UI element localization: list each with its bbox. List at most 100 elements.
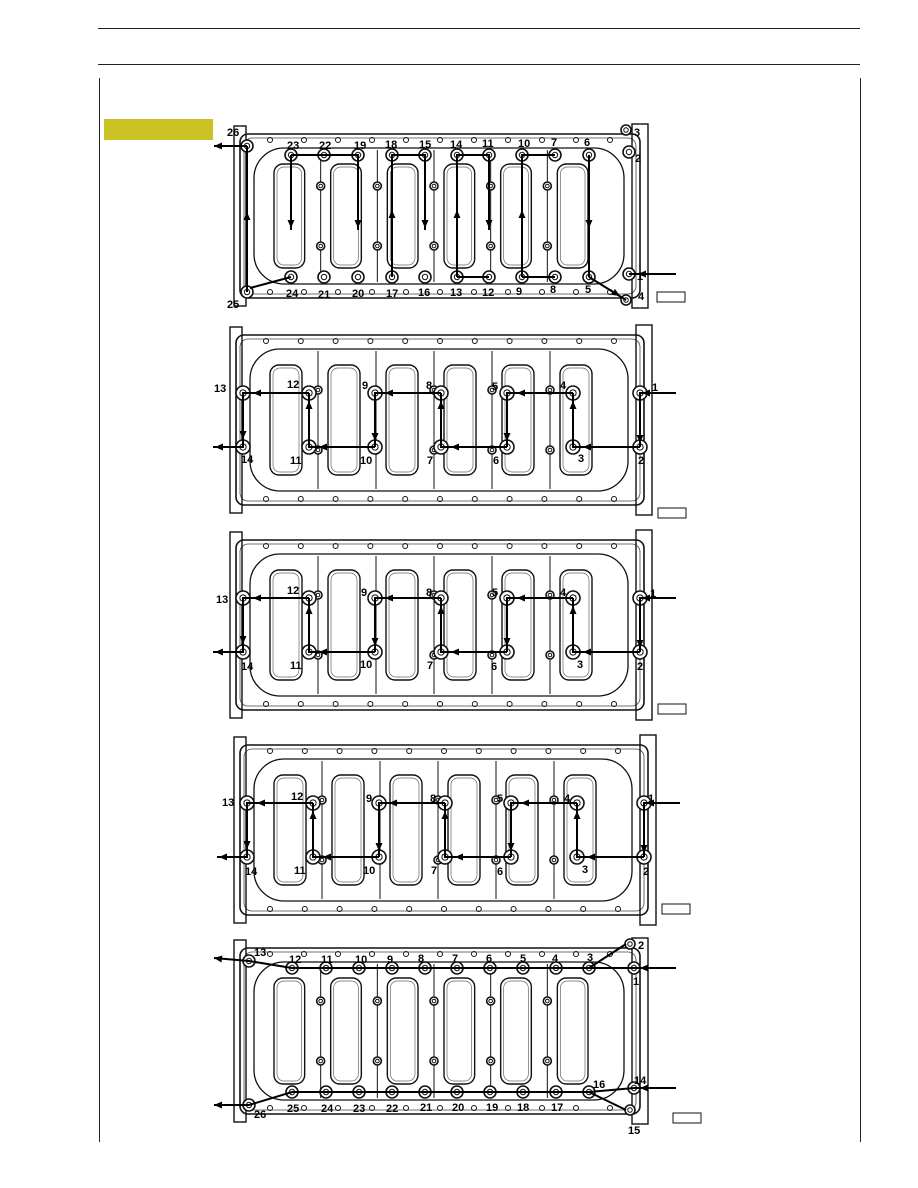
- bolt-number-label: 13: [214, 383, 226, 395]
- perimeter-hole: [336, 748, 343, 754]
- perimeter-hole: [371, 748, 378, 754]
- bolt-number-label: 6: [486, 953, 492, 965]
- arrow-head: [371, 433, 379, 441]
- perimeter-hole: [573, 137, 579, 143]
- bolt-hole-inner: [489, 652, 495, 658]
- bolt-number-label: 18: [385, 139, 397, 151]
- bolt-hole-inner: [318, 1058, 323, 1064]
- bearing-window: [273, 163, 306, 269]
- perimeter-hole: [367, 701, 374, 707]
- bolt-number-label: 14: [634, 1075, 647, 1087]
- arrow-head: [569, 606, 577, 614]
- bolt-hole-inner: [493, 857, 499, 863]
- perimeter-hole: [539, 1105, 545, 1111]
- header-bottom-rule: [98, 64, 860, 65]
- figure-reference-box: [657, 507, 687, 519]
- bolt-number-label: 7: [452, 953, 458, 965]
- arrow-head: [451, 443, 459, 451]
- perimeter-hole: [505, 289, 511, 295]
- bolt-hole: [317, 270, 331, 284]
- bolt-number-label: 22: [319, 140, 331, 152]
- bolt-hole: [315, 996, 326, 1006]
- bearing-window: [556, 977, 589, 1085]
- arrow-head: [389, 799, 397, 807]
- perimeter-hole: [367, 496, 374, 502]
- bearing-window-inner: [503, 166, 529, 266]
- perimeter-hole: [437, 701, 443, 707]
- bolt-number-label: 14: [450, 139, 463, 151]
- bolt-number-label: 12: [287, 585, 299, 597]
- perimeter-hole: [371, 906, 378, 912]
- arrow-head: [305, 606, 313, 614]
- perimeter-hole: [403, 951, 409, 957]
- bolt-number-label: 8: [426, 380, 432, 392]
- bolt-number-label: 6: [497, 866, 503, 878]
- bolt-hole-inner: [545, 998, 550, 1004]
- perimeter-hole: [506, 543, 513, 549]
- arrow-head: [305, 401, 313, 409]
- bearing-window: [269, 364, 303, 476]
- bolt-hole: [372, 181, 383, 191]
- bolt-hole: [372, 996, 383, 1006]
- arrow-head: [253, 389, 261, 397]
- perimeter-hole: [267, 748, 273, 754]
- perimeter-hole: [267, 906, 273, 912]
- bolt-hole-inner: [431, 243, 437, 249]
- arrow-head: [583, 443, 591, 451]
- bearing-window: [505, 774, 539, 886]
- arrow-head: [453, 210, 461, 218]
- perimeter-hole: [402, 496, 409, 502]
- block-outline: [239, 744, 649, 916]
- bolt-hole: [487, 385, 497, 395]
- bolt-hole-inner: [431, 998, 437, 1004]
- bolt-hole-inner: [547, 387, 553, 393]
- perimeter-hole: [573, 289, 579, 295]
- perimeter-hole: [441, 906, 447, 912]
- bearing-window: [501, 364, 535, 476]
- bolt-number-label: 10: [360, 455, 372, 467]
- bolt-number-label: 4: [564, 793, 571, 805]
- bearing-window: [269, 569, 303, 681]
- bolt-number-label: 12: [482, 287, 494, 299]
- perimeter-hole: [615, 748, 621, 754]
- bolt-hole-inner: [551, 857, 557, 863]
- bolt-number-label: 5: [520, 953, 526, 965]
- bearing-window-inner: [504, 572, 532, 678]
- arrow-head: [437, 606, 445, 614]
- bolt-hole: [491, 795, 501, 805]
- perimeter-hole: [267, 137, 273, 143]
- perimeter-hole: [611, 543, 617, 549]
- perimeter-hole: [297, 701, 304, 707]
- bolt-number-label: 12: [289, 954, 301, 966]
- bolt-hole: [545, 445, 555, 455]
- bearing-window-inner: [334, 777, 362, 883]
- bolt-number-label: 6: [584, 137, 590, 149]
- bolt-number-label: 10: [355, 954, 367, 966]
- perimeter-hole: [539, 289, 545, 295]
- perimeter-hole: [541, 338, 548, 344]
- bolt-hole-inner: [545, 183, 550, 189]
- bolt-number-label: 25: [227, 299, 239, 311]
- perimeter-hole: [267, 289, 273, 295]
- right-flange: [635, 324, 653, 516]
- perimeter-hole: [301, 137, 307, 143]
- bolt-number-label: 9: [387, 954, 393, 966]
- perimeter-hole: [332, 338, 339, 344]
- sequence-line: [374, 597, 441, 652]
- figure-reference-box: [661, 903, 691, 915]
- figure-reference-box: [672, 1112, 702, 1124]
- perimeter-hole: [611, 338, 617, 344]
- bolt-hole-inner: [489, 387, 495, 393]
- perimeter-hole: [545, 748, 552, 754]
- perimeter-hole: [471, 1105, 477, 1111]
- arrow-head: [640, 1084, 648, 1092]
- bolt-number-label: 11: [321, 954, 333, 966]
- bearing-window-inner: [389, 980, 416, 1082]
- perimeter-hole: [402, 701, 409, 707]
- arrow-head: [507, 843, 515, 851]
- bolt-number-label: 24: [321, 1103, 334, 1115]
- bolt-hole: [542, 1056, 553, 1066]
- perimeter-hole: [301, 906, 308, 912]
